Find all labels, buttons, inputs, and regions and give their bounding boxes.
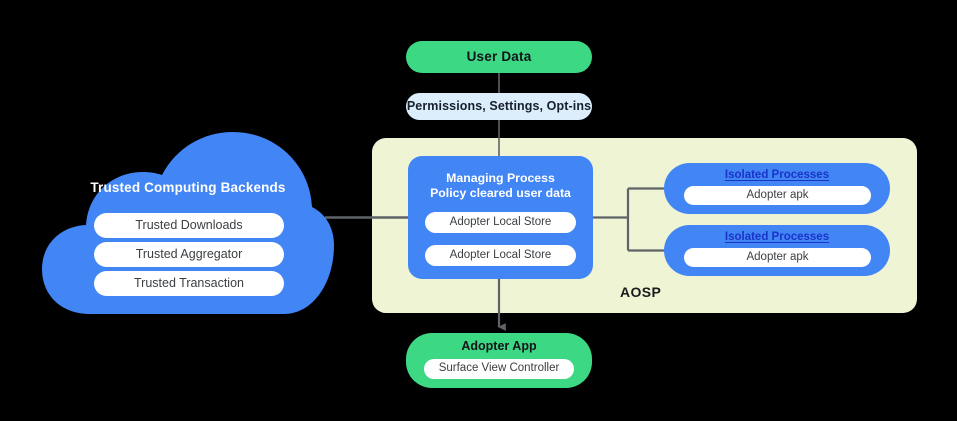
managing-process-title: Managing Process Policy cleared user dat… — [408, 171, 593, 202]
cloud-item-trusted-downloads[interactable]: Trusted Downloads — [94, 213, 284, 238]
user-data-node[interactable]: User Data — [406, 41, 592, 73]
cloud-title: Trusted Computing Backends — [90, 180, 286, 195]
permissions-settings-optins-node[interactable]: Permissions, Settings, Opt-ins — [406, 93, 592, 120]
adopter-local-store-2[interactable]: Adopter Local Store — [425, 245, 576, 266]
managing-process-title-line2: Policy cleared user data — [430, 186, 571, 201]
surface-view-controller[interactable]: Surface View Controller — [424, 359, 574, 379]
aosp-label: AOSP — [620, 284, 662, 300]
isolated-processes-link-1[interactable]: Isolated Processes — [724, 169, 830, 181]
adopter-app-title: Adopter App — [461, 339, 537, 353]
isolated-processes-link-2[interactable]: Isolated Processes — [724, 231, 830, 243]
cloud-item-trusted-transaction[interactable]: Trusted Transaction — [94, 271, 284, 296]
adopter-apk-2[interactable]: Adopter apk — [684, 248, 871, 267]
cloud-item-trusted-aggregator[interactable]: Trusted Aggregator — [94, 242, 284, 267]
adopter-apk-1[interactable]: Adopter apk — [684, 186, 871, 205]
adopter-local-store-1[interactable]: Adopter Local Store — [425, 212, 576, 233]
managing-process-title-line1: Managing Process — [446, 171, 555, 185]
